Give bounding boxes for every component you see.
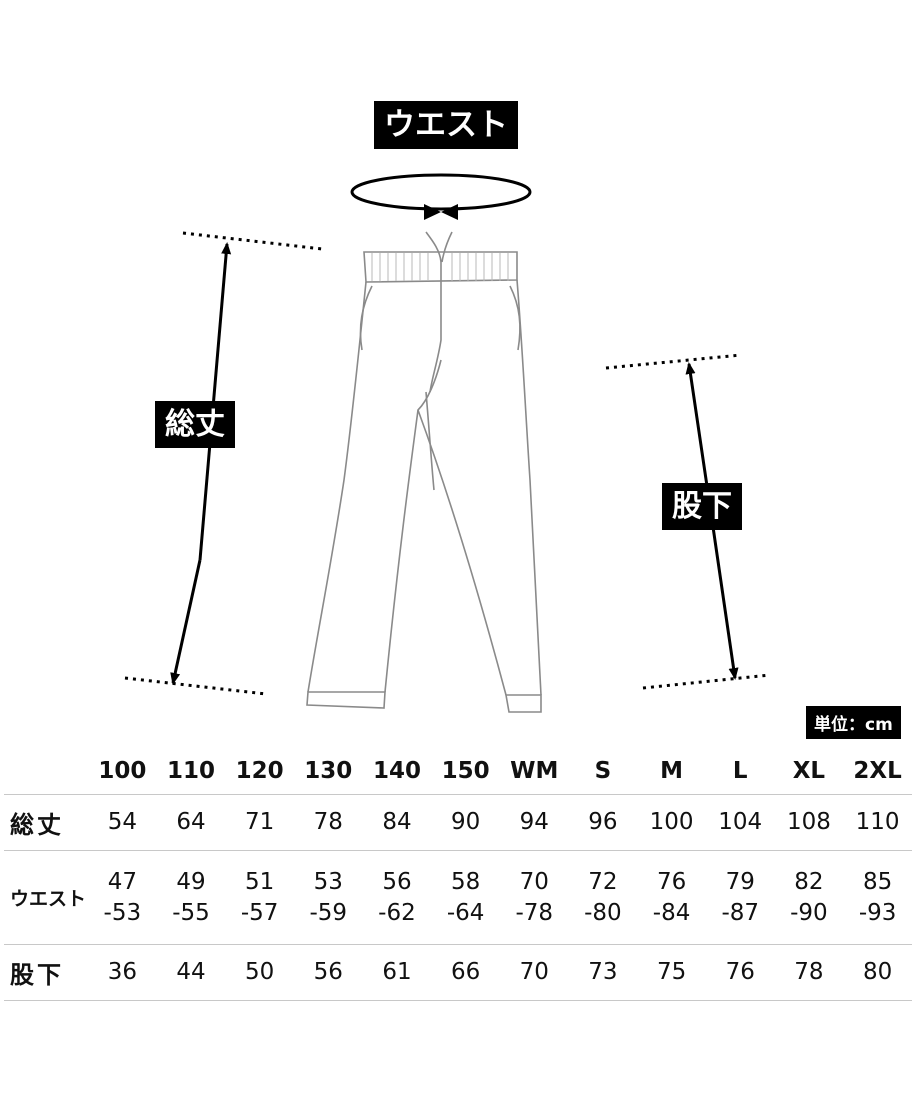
size-header: 140 xyxy=(372,758,421,784)
table-cell: 51-57 xyxy=(225,851,294,945)
size-header: S xyxy=(594,758,612,784)
table-cell: 76 xyxy=(725,959,755,985)
table-cell: 76-84 xyxy=(637,851,706,945)
inseam-arrow-down xyxy=(710,519,739,680)
size-header: WM xyxy=(510,758,559,784)
waist-arrow-left xyxy=(424,204,441,220)
pants-outline xyxy=(306,231,542,713)
size-header: 100 xyxy=(98,758,147,784)
table-cell: 78 xyxy=(794,959,824,985)
cell-line-max: -87 xyxy=(721,899,760,926)
table-row-waist: ウエスト 47-53 49-55 51-57 53-59 56-62 58-64… xyxy=(4,850,912,945)
table-cell: 108 xyxy=(786,809,831,835)
waist-arrow-right xyxy=(441,204,458,220)
table-cell: 58-64 xyxy=(431,851,500,945)
cell-line-min: 79 xyxy=(725,868,755,895)
size-header: L xyxy=(732,758,748,784)
cell-line-min: 47 xyxy=(107,868,137,895)
row-label-total-length: 総丈 xyxy=(10,811,64,839)
cell-line-min: 49 xyxy=(176,868,206,895)
cell-line-min: 72 xyxy=(588,868,618,895)
size-header: 150 xyxy=(441,758,490,784)
size-table: 100 110 120 130 140 150 WM S M L XL 2XL … xyxy=(4,748,912,1001)
cell-line-max: -80 xyxy=(584,899,622,926)
unit-badge: 単位：cm xyxy=(806,706,901,739)
table-cell: 71 xyxy=(245,809,275,835)
table-cell: 110 xyxy=(855,809,900,835)
table-cell: 49-55 xyxy=(157,851,226,945)
cell-line-min: 76 xyxy=(656,868,687,895)
cell-line-max: -84 xyxy=(652,899,691,926)
table-cell: 73 xyxy=(588,959,618,985)
row-label-inseam: 股下 xyxy=(10,961,64,989)
size-header: 110 xyxy=(166,758,215,784)
cell-line-min: 56 xyxy=(382,868,412,895)
table-cell: 64 xyxy=(176,809,206,835)
table-cell: 94 xyxy=(519,809,549,835)
cell-line-min: 82 xyxy=(794,868,824,895)
cell-line-min: 85 xyxy=(862,868,893,895)
size-header: 120 xyxy=(235,758,284,784)
size-header: 130 xyxy=(304,758,353,784)
table-corner xyxy=(4,748,88,795)
table-cell: 100 xyxy=(649,809,694,835)
cell-line-max: -59 xyxy=(309,899,348,926)
table-cell: 84 xyxy=(382,809,412,835)
table-cell: 56-62 xyxy=(363,851,432,945)
table-cell: 44 xyxy=(176,959,206,985)
table-cell: 85-93 xyxy=(843,851,912,945)
table-cell: 70 xyxy=(519,959,549,985)
table-cell: 50 xyxy=(245,959,275,985)
waist-ellipse xyxy=(350,173,532,211)
table-row-inseam: 股下 36 44 50 56 61 66 70 73 75 76 78 80 xyxy=(4,944,912,1001)
size-header: M xyxy=(660,758,684,784)
cell-line-max: -93 xyxy=(858,899,897,926)
waist-label-tag: ウエスト xyxy=(374,101,518,149)
cell-line-max: -62 xyxy=(378,899,416,926)
table-cell: 61 xyxy=(382,959,412,985)
size-header: XL xyxy=(792,758,826,784)
table-cell: 79-87 xyxy=(706,851,775,945)
table-cell: 47-53 xyxy=(88,851,157,945)
cell-line-max: -90 xyxy=(790,899,828,926)
cell-line-max: -57 xyxy=(240,899,279,926)
cell-line-min: 58 xyxy=(450,868,481,895)
table-cell: 36 xyxy=(107,959,137,985)
cell-line-max: -55 xyxy=(172,899,210,926)
table-cell: 80 xyxy=(862,959,893,985)
cell-line-max: -78 xyxy=(515,899,554,926)
cell-line-min: 51 xyxy=(245,868,275,895)
pants-diagram xyxy=(124,173,771,713)
cell-line-max: -53 xyxy=(103,899,142,926)
cell-line-min: 53 xyxy=(313,868,343,895)
inseam-bottom-dotted-line xyxy=(642,673,771,690)
table-cell: 90 xyxy=(450,809,481,835)
total-length-bottom-dotted-line xyxy=(124,676,267,696)
table-cell: 56 xyxy=(313,959,343,985)
table-cell: 53-59 xyxy=(294,851,363,945)
total-length-top-dotted-line xyxy=(182,231,323,251)
table-cell: 70-78 xyxy=(500,851,569,945)
table-cell: 82-90 xyxy=(775,851,844,945)
table-cell: 72-80 xyxy=(569,851,638,945)
table-cell: 78 xyxy=(313,809,343,835)
size-header: 2XL xyxy=(853,758,902,784)
cell-line-max: -64 xyxy=(446,899,485,926)
table-cell: 96 xyxy=(588,809,618,835)
inseam-label-tag: 股下 xyxy=(662,483,742,530)
inseam-top-dotted-line xyxy=(605,353,742,370)
table-row-total-length: 総丈 54 64 71 78 84 90 94 96 100 104 108 1… xyxy=(4,794,912,851)
total-length-arrow-down xyxy=(170,559,202,685)
cell-line-min: 70 xyxy=(519,868,549,895)
table-cell: 104 xyxy=(718,809,763,835)
total-length-label-tag: 総丈 xyxy=(155,401,235,448)
table-cell: 54 xyxy=(107,809,137,835)
size-header-row: 100 110 120 130 140 150 WM S M L XL 2XL xyxy=(4,748,912,795)
table-cell: 75 xyxy=(656,959,687,985)
row-label-waist: ウエスト xyxy=(10,888,87,910)
table-cell: 66 xyxy=(450,959,481,985)
